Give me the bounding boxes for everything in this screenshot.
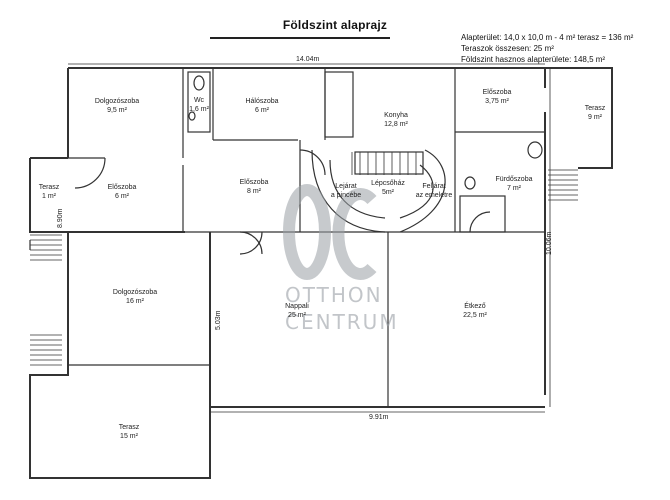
- otthon-centrum-logo: [283, 184, 377, 280]
- room-name: Lejárat: [335, 183, 357, 190]
- room-name: Terasz: [118, 424, 140, 431]
- room-name: Wc: [193, 97, 205, 104]
- room-label-lepcsohaz: Lépcsőház 5m²: [371, 179, 405, 197]
- terrace-outline: [29, 365, 211, 479]
- logo-text-line-2: CENTRUM: [285, 310, 399, 334]
- room-label-etkezo: Étkező 22,5 m²: [463, 302, 487, 320]
- room-label-eloszoba-left: Előszoba 6 m²: [108, 183, 137, 201]
- room-label-dolgozoszoba-small: Dolgozószoba 9,5 m²: [95, 97, 139, 115]
- room-area: 9,5 m²: [107, 107, 127, 114]
- room-area: az emeletre: [415, 192, 453, 199]
- room-name: Étkező: [464, 303, 486, 310]
- room-label-wc: Wc 1,6 m²: [189, 96, 209, 114]
- info-line-2: Teraszok összesen: 25 m²: [461, 44, 554, 53]
- room-area: 15 m²: [120, 433, 138, 440]
- room-area: a pincébe: [330, 192, 362, 199]
- room-label-nappali: Nappali 25 m²: [285, 302, 309, 320]
- room-area: 7 m²: [507, 185, 521, 192]
- room-area: 16 m²: [126, 298, 144, 305]
- room-label-eloszoba-small: Előszoba 3,75 m²: [483, 88, 512, 106]
- room-label-haloszoba: Hálószoba 6 m²: [245, 97, 278, 115]
- room-name: Fürdőszoba: [495, 176, 533, 183]
- room-area: 6 m²: [254, 107, 269, 114]
- dimension-bottom-width: 9.91m: [369, 414, 389, 421]
- dimension-inner: 5.03m: [215, 310, 222, 330]
- info-line-1: Alapterület: 14,0 x 10,0 m - 4 m² terasz…: [461, 33, 634, 42]
- room-name: Előszoba: [107, 184, 137, 191]
- room-label-terasz-right: Terasz 9 m²: [585, 104, 606, 122]
- room-area: 8 m²: [246, 188, 261, 195]
- room-area: 3,75 m²: [485, 98, 509, 105]
- room-label-eloszoba-center: Előszoba 8 m²: [240, 178, 269, 196]
- room-label-lejarat: Lejárat a pincébe: [331, 182, 361, 200]
- room-area: 1,6 m²: [189, 106, 209, 113]
- room-label-konyha: Konyha 12,8 m²: [384, 111, 408, 129]
- terrace-outline: [545, 67, 613, 169]
- room-area: 22,5 m²: [463, 312, 487, 319]
- logo-text-line-1: OTTHON: [285, 283, 383, 307]
- dimension-top-width: 14.04m: [296, 56, 320, 63]
- room-name: Nappali: [285, 303, 309, 310]
- room-name: Hálószoba: [245, 98, 279, 105]
- title-underline: [210, 37, 390, 39]
- room-area: 5m²: [381, 189, 395, 196]
- plan-title: Földszint alaprajz: [282, 18, 388, 32]
- room-name: Dolgozószoba: [94, 98, 140, 105]
- room-area: 6 m²: [114, 193, 129, 200]
- room-label-terasz-left: Terasz 1 m²: [39, 183, 60, 201]
- dimension-left-height: 8.90m: [57, 208, 64, 228]
- room-name: Terasz: [38, 184, 60, 191]
- room-label-feljarat: Feljárat az emeletre: [416, 182, 453, 200]
- room-label-furdoszoba: Fürdőszoba 7 m²: [496, 175, 533, 193]
- room-name: Terasz: [584, 105, 606, 112]
- room-area: 1 m²: [42, 193, 56, 200]
- info-line-3: Földszint hasznos alapterülete: 148,5 m²: [461, 55, 606, 64]
- room-label-dolgozoszoba-large: Dolgozószoba 16 m²: [113, 288, 157, 306]
- dimension-right-height: 10.06m: [546, 231, 553, 255]
- room-area: 25 m²: [288, 312, 306, 319]
- room-name: Dolgozószoba: [112, 289, 158, 296]
- room-name: Lépcsőház: [371, 180, 405, 187]
- room-name: Előszoba: [239, 179, 269, 186]
- room-area: 12,8 m²: [384, 121, 408, 128]
- room-name: Feljárat: [422, 183, 446, 190]
- room-area: 9 m²: [588, 114, 602, 121]
- room-name: Előszoba: [482, 89, 512, 96]
- room-name: Konyha: [384, 112, 408, 119]
- room-label-terasz-bottom: Terasz 15 m²: [119, 423, 140, 441]
- terrace-outline: [29, 158, 68, 233]
